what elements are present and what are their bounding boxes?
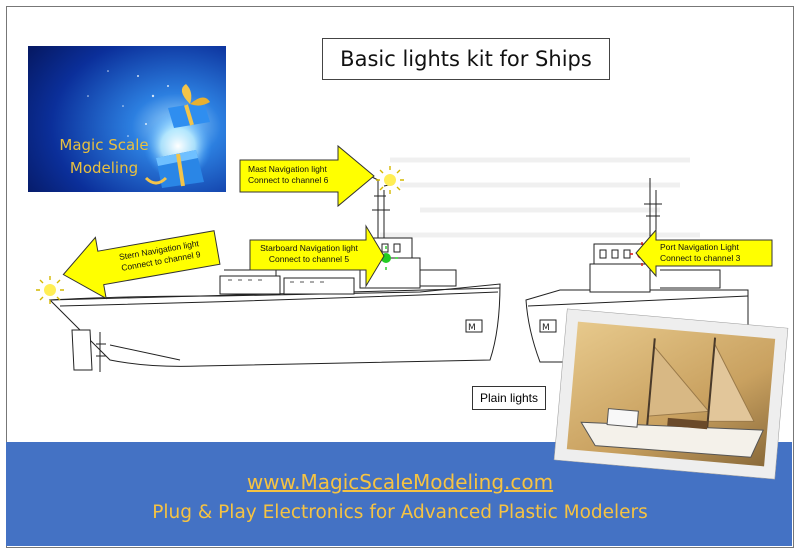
mast-callout-title: Mast Navigation light: [248, 164, 327, 174]
starboard-callout-title: Starboard Navigation light: [260, 243, 358, 253]
left-hull: [48, 283, 501, 367]
starboard-callout: Starboard Navigation light Connect to ch…: [254, 243, 364, 265]
port-callout-title: Port Navigation Light: [660, 242, 739, 252]
logo-line-2: Modeling: [69, 159, 139, 177]
starboard-arrow: [249, 224, 385, 288]
port-callout: Port Navigation Light Connect to channel…: [660, 242, 740, 264]
page-title: Basic lights kit for Ships: [322, 38, 610, 80]
mast-navigation-light: [376, 166, 404, 194]
svg-text:M: M: [468, 323, 476, 333]
logo-line-1: Magic Scale: [59, 136, 149, 154]
footer-tagline: Plug & Play Electronics for Advanced Pla…: [152, 502, 648, 523]
website-link[interactable]: www.MagicScaleModeling.com: [246, 470, 554, 494]
stern-arrow: [62, 230, 221, 300]
starboard-callout-channel: Connect to channel 5: [268, 254, 350, 264]
mast-arrow: [239, 144, 375, 208]
mast-callout-channel: Connect to channel 6: [248, 175, 329, 185]
port-callout-channel: Connect to channel 3: [660, 253, 741, 263]
mast-callout: Mast Navigation light Connect to channel…: [248, 164, 328, 186]
logo-text: Magic Scale Modeling: [44, 134, 164, 180]
stern-navigation-light: [36, 276, 64, 304]
svg-text:M: M: [542, 323, 550, 333]
port-arrow: [635, 228, 773, 278]
plain-lights-label: Plain lights: [472, 386, 546, 410]
magic-scale-logo: Magic Scale Modeling: [28, 46, 226, 192]
ship-model-photo: [553, 308, 789, 480]
gift-box-image: [28, 46, 226, 192]
